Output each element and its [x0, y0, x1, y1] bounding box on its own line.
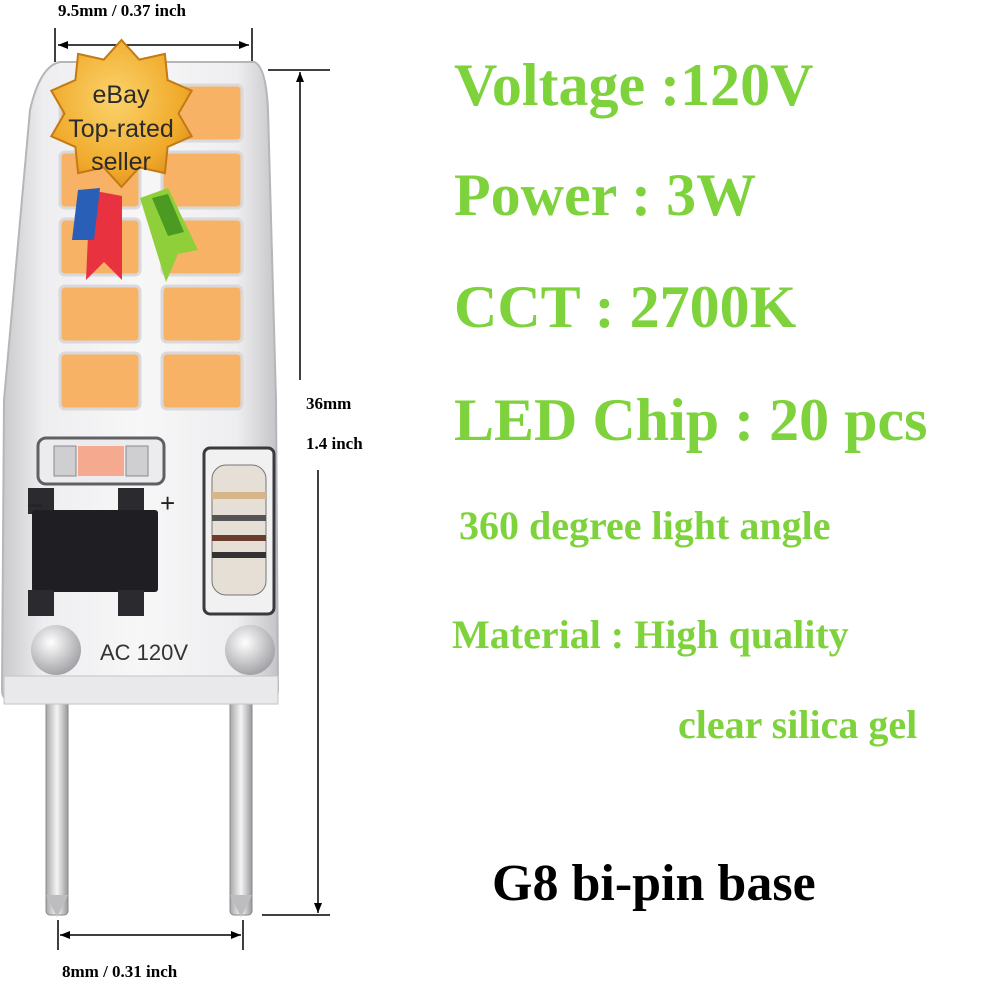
base-type-label: G8 bi-pin base: [492, 855, 816, 912]
height-inch-label: 1.4 inch: [306, 434, 363, 453]
left-mount-dot: [31, 625, 81, 675]
badge-line2: Top-rated: [68, 115, 174, 143]
badge-line3: seller: [91, 148, 151, 176]
plus-mark: +: [160, 488, 175, 518]
bulb-voltage-label: AC 120V: [100, 640, 188, 665]
right-pin: [229, 689, 253, 916]
spec-voltage: Voltage :120V: [454, 52, 814, 118]
rectifier-chip: [28, 488, 158, 616]
height-mm-label: 36mm: [306, 394, 352, 413]
spec-led-chip: LED Chip : 20 pcs: [454, 387, 928, 453]
top-width-dimension: [54, 28, 253, 62]
badge-line1: eBay: [93, 81, 150, 109]
smd-chip: [36, 436, 166, 486]
resistor-component: [202, 446, 276, 616]
pin-spacing-label: 8mm / 0.31 inch: [62, 962, 178, 981]
height-dimension: [262, 69, 330, 916]
spec-material: Material : High quality: [452, 612, 849, 657]
right-mount-dot: [225, 625, 275, 675]
spec-cct: CCT : 2700K: [454, 274, 797, 340]
spec-material-cont: clear silica gel: [678, 702, 918, 747]
top-width-label: 9.5mm / 0.37 inch: [58, 1, 186, 20]
left-pin: [45, 689, 69, 916]
pin-spacing-dimension: [57, 920, 244, 950]
top-rated-badge: [49, 38, 194, 189]
badge-ribbons: [72, 188, 198, 282]
spec-power: Power : 3W: [454, 162, 757, 228]
minus-mark: –: [28, 488, 43, 518]
spec-light-angle: 360 degree light angle: [459, 503, 831, 548]
